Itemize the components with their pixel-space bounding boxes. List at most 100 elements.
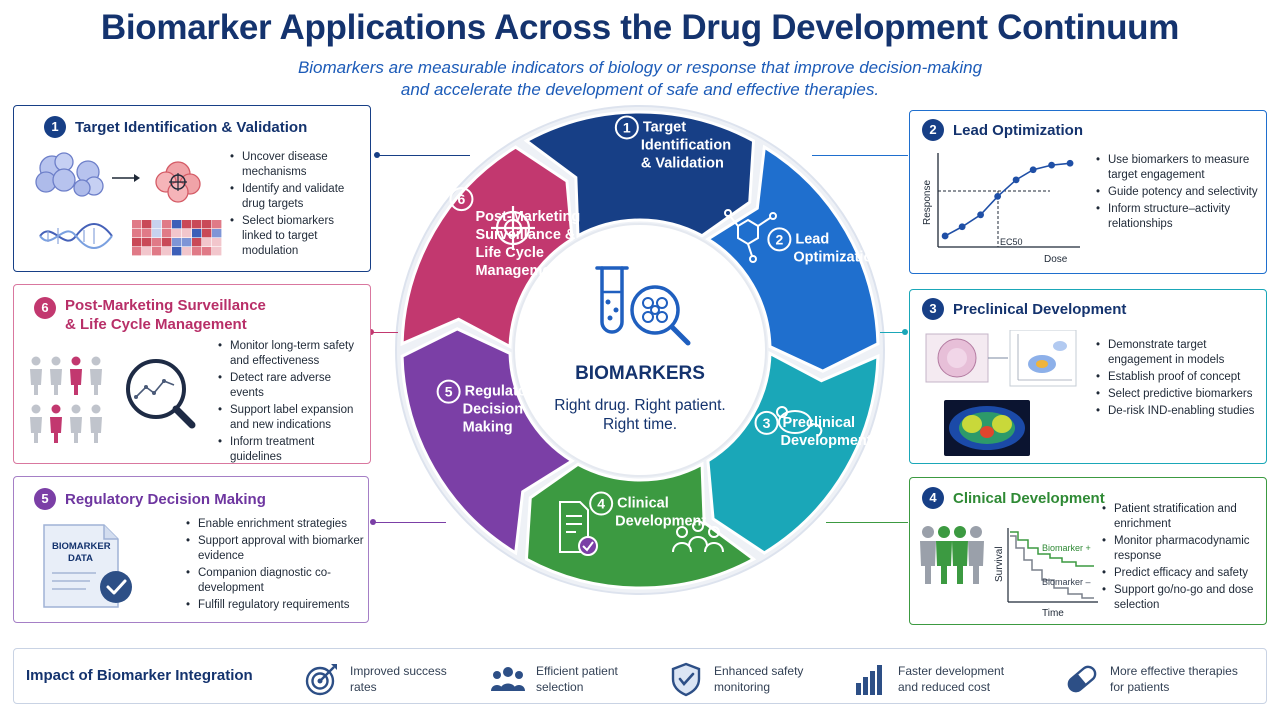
bullet-item: Enable enrichment strategies bbox=[184, 517, 364, 532]
bullet-item: De-risk IND-enabling studies bbox=[1094, 404, 1262, 419]
wheel-segment-lead-optimization[interactable] bbox=[705, 144, 880, 373]
connector-target bbox=[378, 155, 470, 156]
bullet-item: Guide potency and selectivity bbox=[1094, 185, 1262, 200]
patient-survival-illustration: Survival Time Biomarker + Biomarker – bbox=[920, 526, 1098, 619]
segment-number: 2 bbox=[775, 231, 783, 247]
chart-annotation: EC50 bbox=[1000, 237, 1023, 247]
molecule-icon bbox=[724, 209, 777, 263]
step-number: 1 bbox=[44, 116, 66, 138]
page-title: Biomarker Applications Across the Drug D… bbox=[100, 8, 1180, 47]
pet-scan-icon bbox=[944, 400, 1030, 456]
bullet-item: Uncover disease mechanisms bbox=[228, 150, 363, 180]
bullet-item: Establish proof of concept bbox=[1094, 370, 1262, 385]
center-label: BIOMARKERS bbox=[575, 363, 705, 384]
segment-number: 4 bbox=[597, 496, 605, 512]
bullet-list: Enable enrichment strategies Support app… bbox=[184, 517, 364, 615]
segment-text: Target bbox=[643, 119, 686, 135]
bullet-item: Inform structure–activity relationships bbox=[1094, 202, 1262, 232]
subtitle-line-1: Biomarkers are measurable indicators of … bbox=[297, 58, 983, 77]
data-point bbox=[1048, 161, 1055, 169]
card-post-marketing: 6 Post-Marketing Surveillance & Life Cyc… bbox=[13, 284, 371, 464]
dose-response-chart: Response Dose EC50 bbox=[922, 153, 1080, 265]
shield-check-icon bbox=[671, 662, 701, 697]
card-title-line-1: Post-Marketing Surveillance bbox=[65, 297, 266, 314]
data-point bbox=[958, 223, 966, 231]
step-number: 5 bbox=[34, 488, 56, 510]
preclinical-imaging-illustration bbox=[925, 330, 1077, 456]
connector-dot-postmarketing bbox=[368, 329, 374, 335]
checkmark-badge-icon bbox=[100, 571, 132, 603]
page-subtitle: Biomarkers are measurable indicators of … bbox=[0, 57, 1280, 101]
people-icon bbox=[491, 667, 525, 691]
card-clinical: 4 Clinical Development Survival Time Bio… bbox=[909, 477, 1267, 625]
card-title: Regulatory Decision Making bbox=[65, 491, 266, 508]
segment-number: 5 bbox=[445, 384, 453, 400]
mouse-icon bbox=[776, 406, 823, 437]
segment-number: 1 bbox=[623, 119, 631, 135]
card-title: Preclinical Development bbox=[953, 301, 1127, 318]
segment-text: Development bbox=[615, 514, 706, 530]
data-point bbox=[1012, 176, 1020, 184]
segment-text: Post-Marketing bbox=[475, 209, 580, 225]
card-lead-optimization: 2 Lead Optimization Response Dose EC50 U… bbox=[909, 110, 1267, 274]
chart-y-label: Survival bbox=[994, 546, 1005, 582]
arrow-right-icon bbox=[112, 174, 140, 182]
connector-postmarketing bbox=[372, 332, 398, 333]
connector-dot-regulatory bbox=[370, 519, 376, 525]
bullet-item: Monitor pharmacodynamic response bbox=[1100, 534, 1262, 564]
data-point bbox=[994, 193, 1002, 200]
bullet-item: Use biomarkers to measure target engagem… bbox=[1094, 153, 1262, 183]
connector-dot-preclinical bbox=[902, 329, 908, 335]
card-preclinical: 3 Preclinical Development Demonstrate ta bbox=[909, 289, 1267, 464]
segment-text: Life Cycle bbox=[475, 245, 544, 261]
segment-text: Identification bbox=[641, 137, 731, 153]
segment-number: 3 bbox=[763, 415, 771, 431]
bullet-item: Support approval with biomarker evidence bbox=[184, 534, 364, 564]
bullet-item: Fulfill regulatory requirements bbox=[184, 598, 364, 613]
bullet-item: Predict efficacy and safety bbox=[1100, 566, 1262, 581]
wheel-segment-target-identification[interactable] bbox=[523, 110, 756, 239]
card-title: Clinical Development bbox=[953, 490, 1105, 507]
patients-icon bbox=[672, 520, 724, 553]
wheel-segment-preclinical-development[interactable] bbox=[706, 350, 880, 555]
bullet-item: Select biomarkers linked to target modul… bbox=[228, 214, 363, 259]
magnifier-trend-icon bbox=[126, 359, 196, 429]
protein-cluster-icon bbox=[35, 152, 104, 197]
chart-x-label: Dose bbox=[1044, 254, 1068, 265]
data-point bbox=[1029, 166, 1037, 174]
bullet-item: Monitor long-term safety and effectivene… bbox=[216, 339, 366, 369]
bullet-item: Demonstrate target engagement in models bbox=[1094, 338, 1262, 368]
target-icon bbox=[491, 206, 535, 250]
magnifier-cells-icon bbox=[630, 285, 691, 346]
segment-text: Preclinical bbox=[783, 415, 856, 431]
connector-clinical bbox=[826, 522, 908, 523]
impact-bar: Impact of Biomarker Integration Improved… bbox=[13, 648, 1267, 704]
data-point bbox=[977, 211, 984, 219]
dna-icon bbox=[39, 223, 113, 249]
series-label-negative: Biomarker – bbox=[1042, 577, 1091, 587]
wheel-segment-post-marketing-surveillance[interactable] bbox=[400, 145, 574, 350]
impact-title: Impact of Biomarker Integration bbox=[26, 667, 253, 684]
development-wheel: BIOMARKERS Right drug. Right patient. Ri… bbox=[395, 105, 885, 595]
heatmap-icon bbox=[132, 220, 222, 256]
card-title: Lead Optimization bbox=[953, 122, 1084, 139]
chart-x-label: Time bbox=[1042, 608, 1064, 619]
bullet-item: Support go/no-go and dose selection bbox=[1100, 583, 1262, 613]
connector-lead bbox=[812, 155, 908, 156]
subtitle-line-2: and accelerate the development of safe a… bbox=[400, 80, 880, 99]
wheel-segment-regulatory-decision[interactable] bbox=[400, 327, 575, 556]
step-number: 3 bbox=[922, 298, 944, 320]
bullet-list: Uncover disease mechanisms Identify and … bbox=[228, 150, 363, 261]
connector-regulatory bbox=[374, 522, 446, 523]
bullet-item: Detect rare adverse events bbox=[216, 371, 366, 401]
card-regulatory: 5 Regulatory Decision Making BIOMARKER D… bbox=[13, 476, 369, 623]
impact-label: Enhanced safety monitoring bbox=[714, 664, 804, 694]
wheel-segment-clinical-development[interactable] bbox=[524, 461, 757, 590]
bullet-item: Identify and validate drug targets bbox=[228, 182, 363, 212]
patients-icon bbox=[920, 526, 984, 584]
center-tagline-2: Right time. bbox=[603, 416, 677, 433]
step-number: 6 bbox=[34, 297, 56, 319]
